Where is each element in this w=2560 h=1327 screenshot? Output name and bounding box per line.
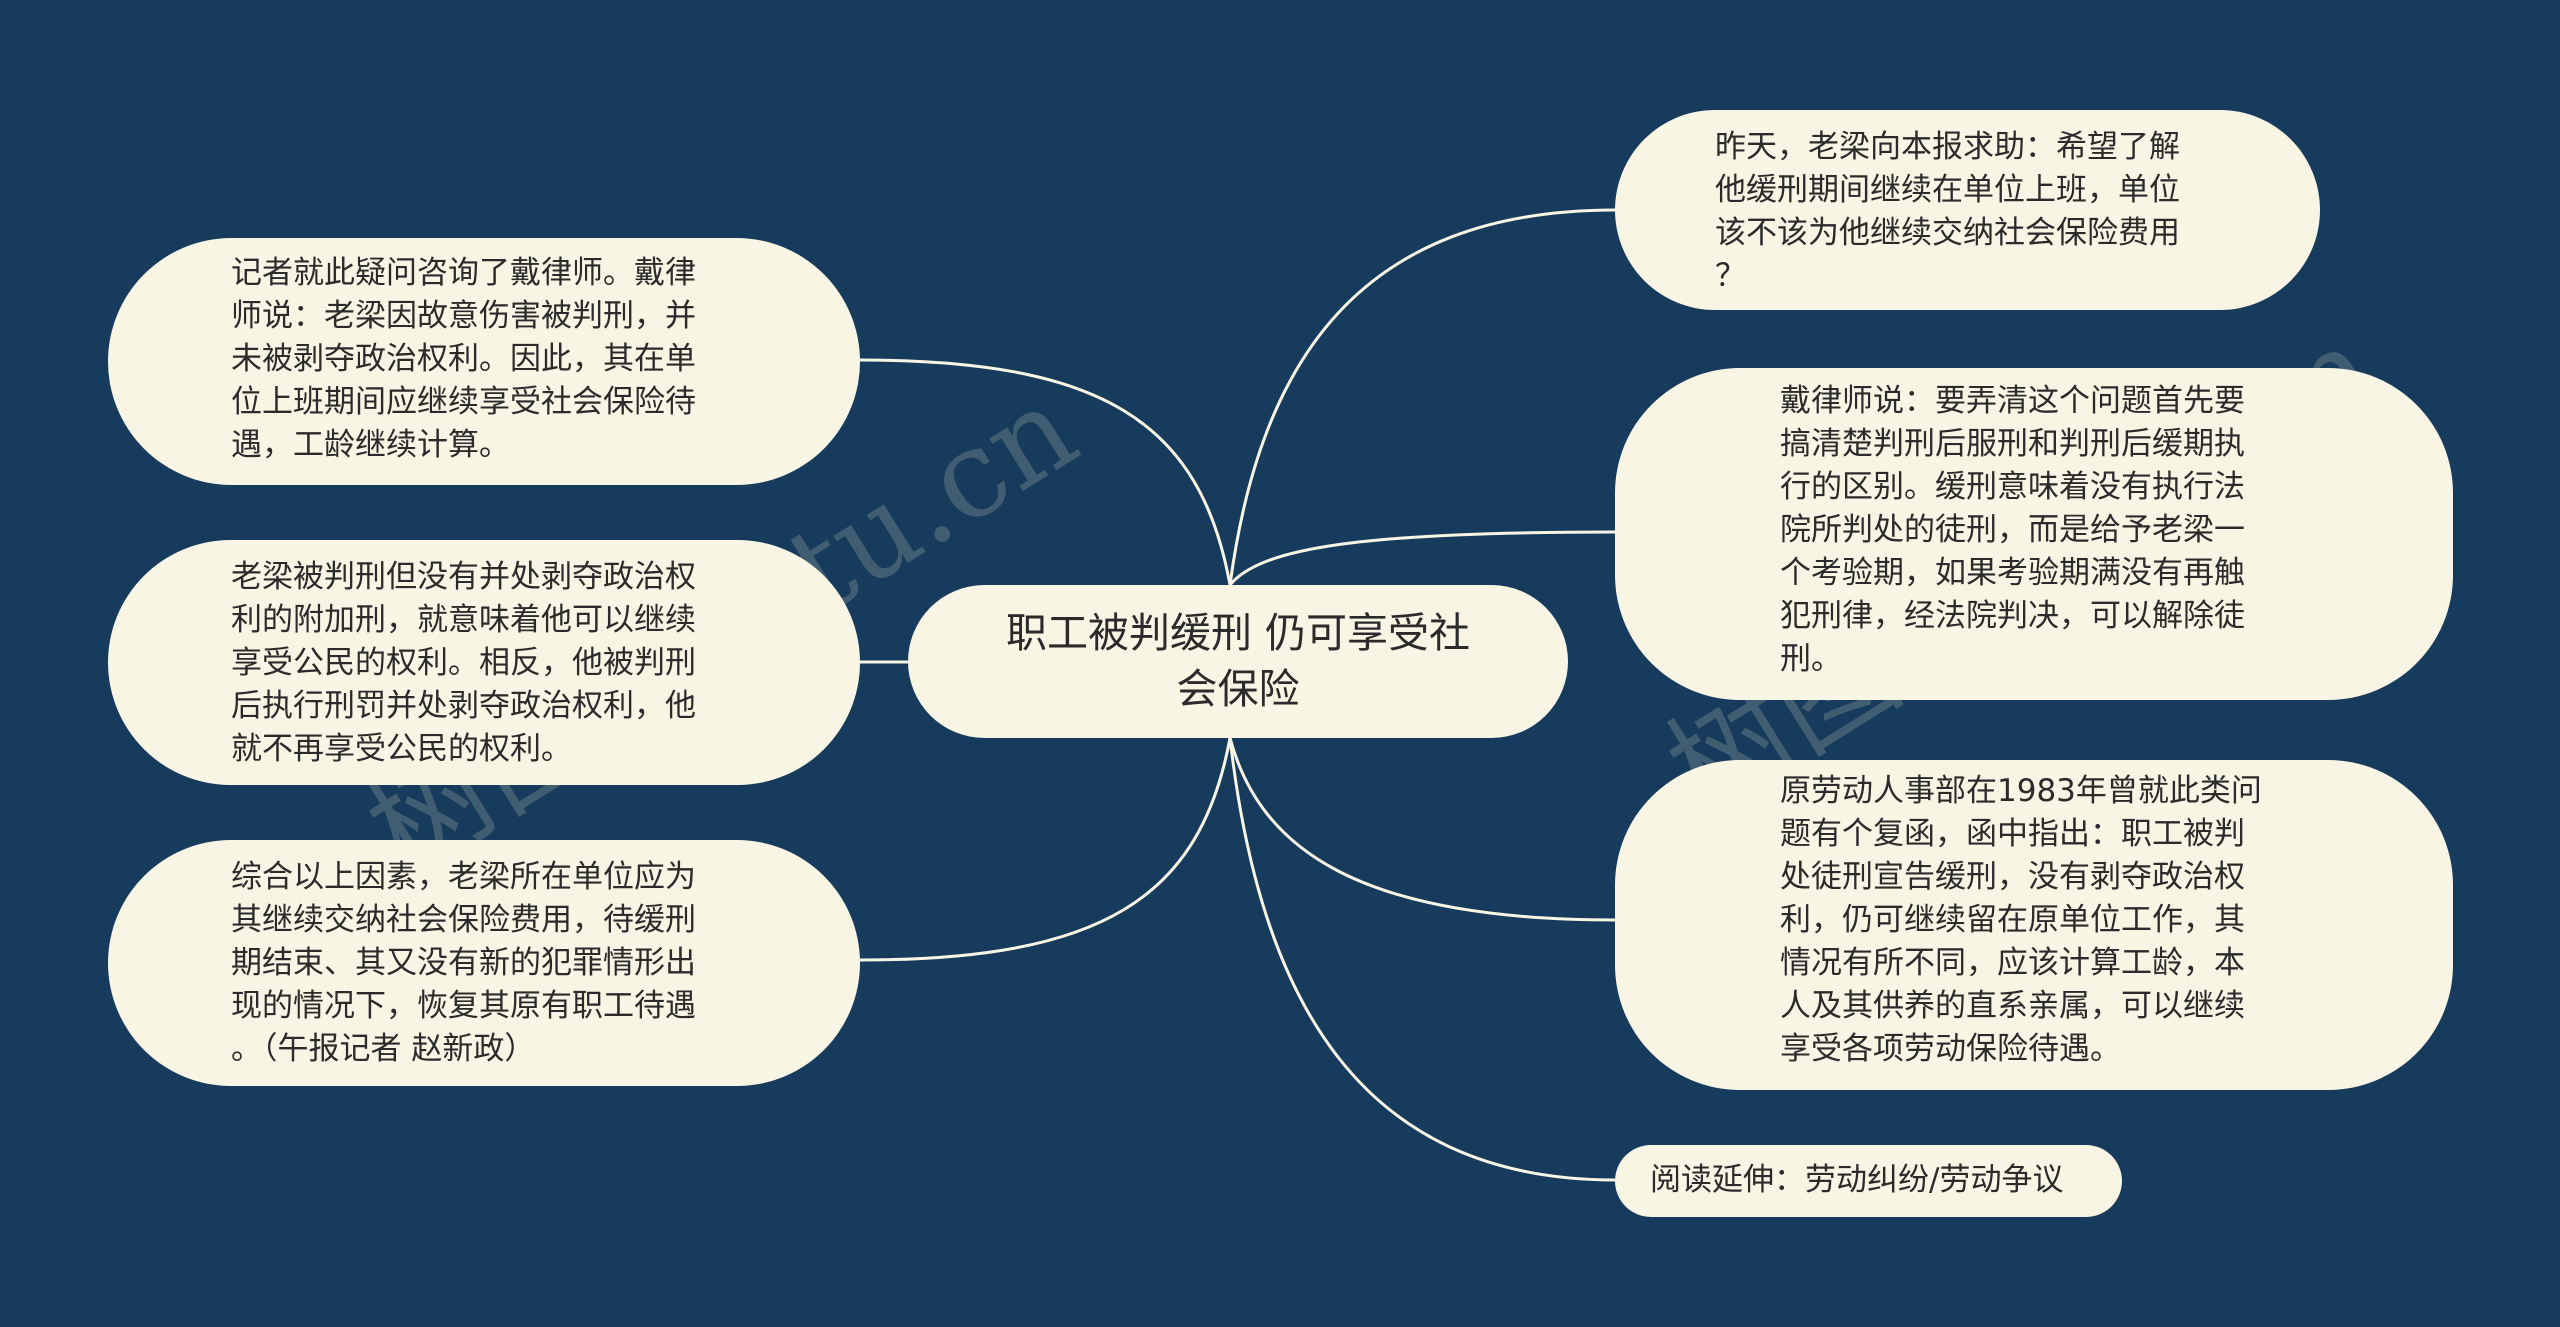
topic-text-right-2: 戴律师说：要弄清这个问题首先要 搞清楚判刑后服刑和判刑后缓期执 行的区别。缓刑意… <box>1780 383 2245 677</box>
topic-text-left-1: 记者就此疑问咨询了戴律师。戴律 师说：老梁因故意伤害被判刑，并 未被剥夺政治权利… <box>231 255 696 463</box>
connector-right-1 <box>1228 208 1616 586</box>
topic-text-right-3: 原劳动人事部在1983年曾就此类问 题有个复函，函中指出：职工被判 处徒刑宣告缓… <box>1780 773 2262 1067</box>
topic-text-left-2: 老梁被判刑但没有并处剥夺政治权 利的附加刑，就意味着他可以继续 享受公民的权利。… <box>231 559 696 767</box>
connector-lines <box>859 208 1616 1182</box>
connector-left-3 <box>859 737 1232 962</box>
central-topic-node[interactable]: 职工被判缓刑 仍可享受社 会保险 <box>908 585 1568 738</box>
connector-left-1 <box>859 358 1232 586</box>
topic-node-right-2[interactable]: 戴律师说：要弄清这个问题首先要 搞清楚判刑后服刑和判刑后缓期执 行的区别。缓刑意… <box>1615 368 2453 700</box>
read-more-link[interactable]: 阅读延伸：劳动纠纷/劳动争议 <box>1615 1145 2122 1217</box>
read-more-label: 阅读延伸：劳动纠纷/劳动争议 <box>1650 1162 2064 1198</box>
topic-node-left-1[interactable]: 记者就此疑问咨询了戴律师。戴律 师说：老梁因故意伤害被判刑，并 未被剥夺政治权利… <box>108 238 860 485</box>
topic-node-left-2[interactable]: 老梁被判刑但没有并处剥夺政治权 利的附加刑，就意味着他可以继续 享受公民的权利。… <box>108 540 860 785</box>
topic-node-left-3[interactable]: 综合以上因素，老梁所在单位应为 其继续交纳社会保险费用，待缓刑 期结束、其又没有… <box>108 840 860 1086</box>
connector-right-3 <box>1228 737 1616 922</box>
topic-node-right-1[interactable]: 昨天，老梁向本报求助：希望了解 他缓刑期间继续在单位上班，单位 该不该为他继续交… <box>1615 110 2320 310</box>
connector-right-4 <box>1228 737 1616 1182</box>
connector-right-2 <box>1228 530 1616 586</box>
topic-text-left-3: 综合以上因素，老梁所在单位应为 其继续交纳社会保险费用，待缓刑 期结束、其又没有… <box>231 859 696 1067</box>
central-topic-label: 职工被判缓刑 仍可享受社 会保险 <box>1005 609 1471 713</box>
topic-text-right-1: 昨天，老梁向本报求助：希望了解 他缓刑期间继续在单位上班，单位 该不该为他继续交… <box>1715 129 2180 294</box>
topic-node-right-3[interactable]: 原劳动人事部在1983年曾就此类问 题有个复函，函中指出：职工被判 处徒刑宣告缓… <box>1615 760 2453 1090</box>
